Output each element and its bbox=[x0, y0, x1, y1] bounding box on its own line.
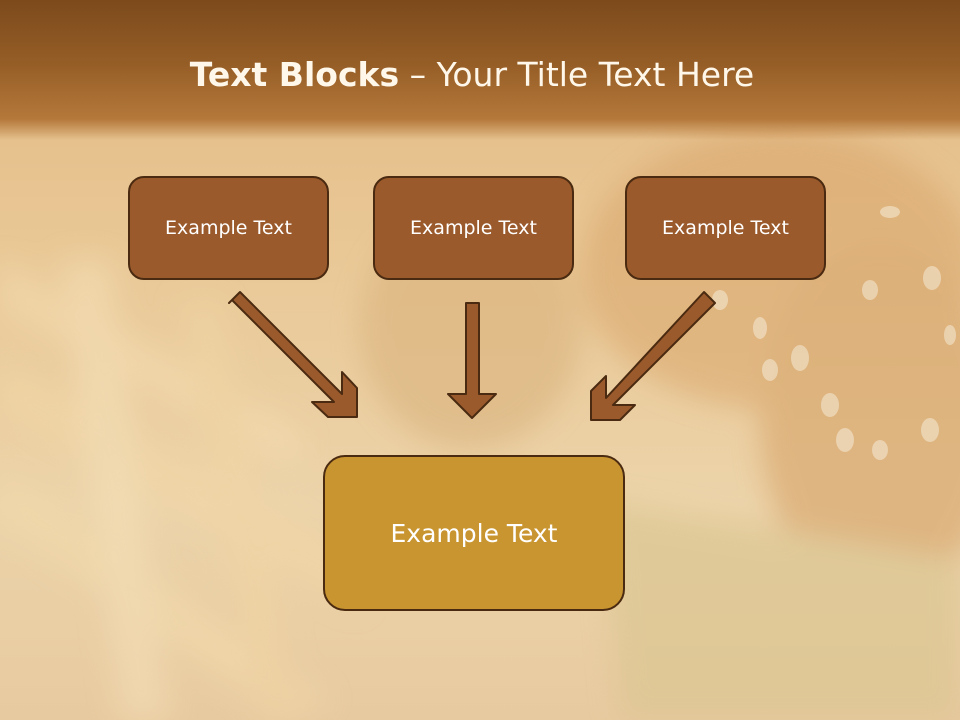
text-block-right: Example Text bbox=[625, 176, 826, 280]
title-band bbox=[0, 0, 960, 140]
slide-title: Text Blocks – Your Title Text Here bbox=[0, 52, 944, 98]
text-block-center: Example Text bbox=[373, 176, 574, 280]
arrow-right-diagonal bbox=[590, 291, 716, 421]
text-block-left: Example Text bbox=[128, 176, 329, 280]
text-block-right-label: Example Text bbox=[662, 217, 789, 239]
title-dash: – bbox=[399, 55, 437, 94]
arrow-left-diagonal bbox=[228, 291, 358, 418]
title-bold-part: Text Blocks bbox=[189, 55, 400, 94]
text-block-center-label: Example Text bbox=[410, 217, 537, 239]
text-block-left-label: Example Text bbox=[165, 217, 292, 239]
text-block-bottom: Example Text bbox=[323, 455, 625, 611]
arrow-center-vertical bbox=[447, 302, 497, 419]
text-block-bottom-label: Example Text bbox=[390, 518, 558, 548]
title-rest: Your Title Text Here bbox=[436, 55, 755, 94]
